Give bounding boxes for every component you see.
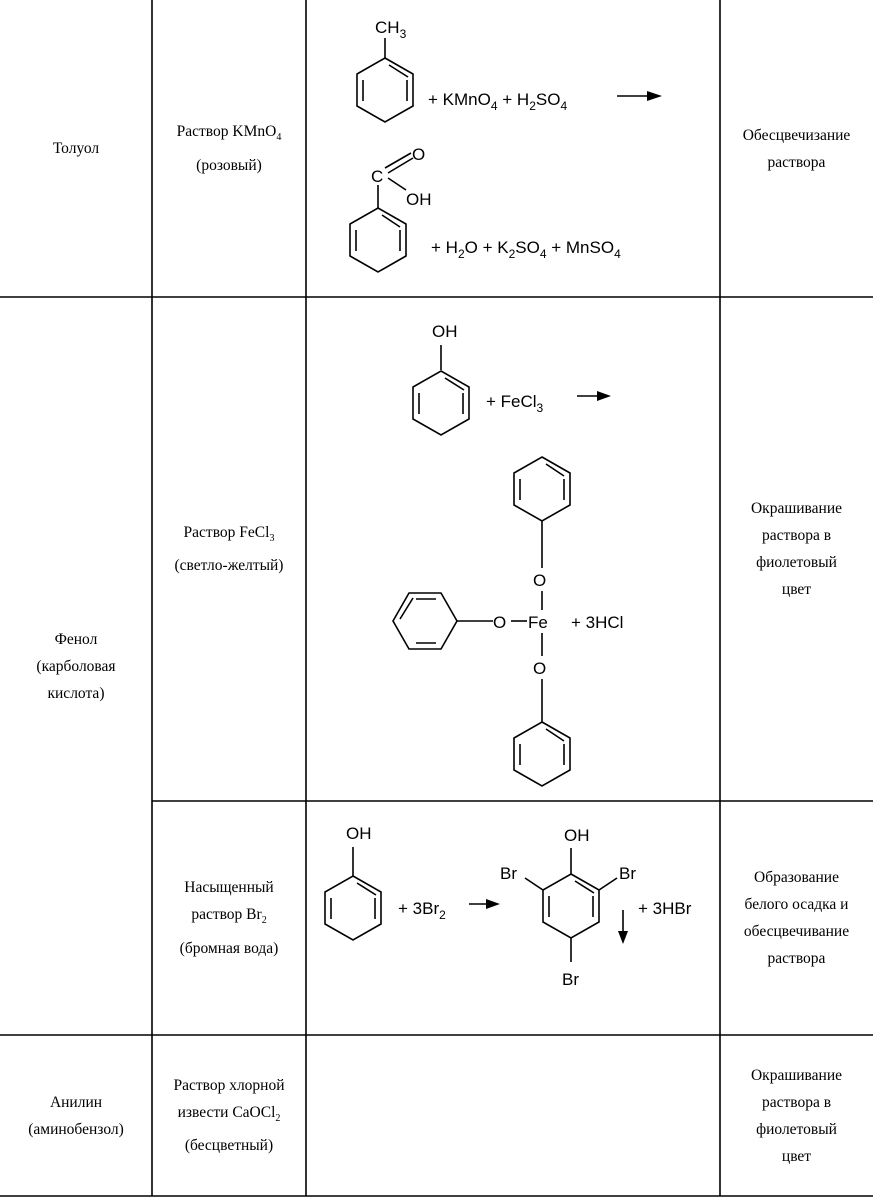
reagent-line: Раствор KMnO4 bbox=[176, 123, 282, 144]
iron-label: Fe bbox=[528, 613, 548, 632]
result-line: фиолетовый bbox=[756, 554, 837, 571]
benzene-ring bbox=[513, 721, 571, 787]
substance-name: Фенол bbox=[54, 630, 98, 648]
reagent-color: (бесцветный) bbox=[184, 1137, 274, 1155]
reagent-line: раствор Br2 bbox=[191, 906, 267, 927]
result-line: цвет bbox=[781, 1147, 812, 1165]
substance-alias: (карболовая bbox=[36, 657, 116, 675]
result-line: цвет bbox=[781, 581, 812, 598]
reagent-line: Раствор FeCl3 bbox=[183, 523, 275, 545]
oxygen-label: O bbox=[533, 659, 546, 678]
result-line: обесцвечивание bbox=[743, 923, 850, 940]
result-line: белого осадка и bbox=[744, 896, 849, 913]
result-line: Окрашивание bbox=[750, 1066, 843, 1084]
reaction-arrow bbox=[617, 91, 662, 101]
hydroxyl-label: OH bbox=[564, 826, 590, 845]
reaction-arrow bbox=[469, 899, 500, 909]
result-line: раствора в bbox=[761, 527, 832, 544]
benzene-ring bbox=[356, 57, 414, 123]
carbon-label: C bbox=[371, 167, 383, 186]
reagent-alias: (бромная вода) bbox=[179, 939, 279, 957]
products-text: + 3HBr bbox=[638, 899, 692, 918]
result-line: Окрашивание bbox=[750, 500, 843, 517]
substance-cell-phenol: Фенол (карболовая кислота) bbox=[0, 297, 152, 1035]
substance-name: Толуол bbox=[52, 140, 100, 157]
hydroxyl-label: OH bbox=[432, 322, 458, 341]
oxygen-label: O bbox=[533, 571, 546, 590]
bromine-label: Br bbox=[500, 864, 517, 883]
result-line: Образование bbox=[754, 869, 839, 886]
reagent-cell-fecl3: Раствор FeCl3 (светло-желтый) bbox=[152, 297, 306, 801]
benzene-ring bbox=[542, 873, 600, 939]
reagent-color: (светло-желтый) bbox=[174, 557, 284, 575]
hydroxyl-label: OH bbox=[346, 824, 372, 843]
substance-alias: кислота) bbox=[47, 684, 105, 702]
result-line: фиолетовый bbox=[756, 1120, 837, 1138]
benzene-ring bbox=[412, 370, 470, 436]
substance-alias: (аминобензол) bbox=[28, 1120, 124, 1138]
substance-name: Анилин bbox=[49, 1093, 103, 1111]
methyl-label: CH3 bbox=[375, 18, 407, 41]
benzene-ring bbox=[324, 875, 382, 941]
oxygen-label: O bbox=[412, 145, 425, 164]
bromine-label: Br bbox=[619, 864, 636, 883]
result-line: раствора bbox=[767, 950, 826, 967]
equation-cell-empty bbox=[306, 1035, 720, 1196]
result-cell-aniline: Окрашивание раствора в фиолетовый цвет bbox=[720, 1035, 873, 1196]
result-cell-toluene: Обесцвечизание раствора bbox=[720, 0, 873, 297]
substance-cell-toluene: Толуол bbox=[0, 0, 152, 297]
result-cell-fecl3: Окрашивание раствора в фиолетовый цвет bbox=[720, 297, 873, 801]
products-text: + 3HCl bbox=[571, 613, 623, 632]
reagent-line: извести CaOCl2 bbox=[177, 1103, 281, 1125]
result-cell-br2: Образование белого осадка и обесцвечиван… bbox=[720, 801, 873, 1035]
result-line: Обесцвечизание bbox=[742, 126, 851, 144]
reaction-arrow bbox=[577, 391, 611, 401]
reactants-text: + 3Br2 bbox=[398, 899, 446, 922]
oxygen-label: O bbox=[493, 613, 506, 632]
precipitate-arrow bbox=[618, 910, 628, 944]
reagent-cell-caocl2: Раствор хлорной извести CaOCl2 (бесцветн… bbox=[152, 1035, 306, 1196]
reagent-line: Насыщенный bbox=[184, 879, 274, 897]
reagent-cell-br2: Насыщенный раствор Br2 (бромная вода) bbox=[152, 801, 306, 1035]
result-line: раствора bbox=[767, 153, 826, 171]
reagent-cell-kmno4: Раствор KMnO4 (розовый) bbox=[152, 0, 306, 297]
benzene-ring bbox=[349, 207, 407, 273]
result-line: раствора в bbox=[761, 1093, 832, 1111]
bromine-label: Br bbox=[562, 970, 579, 989]
products-text: + H2O + K2SO4 + MnSO4 bbox=[431, 238, 621, 261]
hydroxyl-label: OH bbox=[406, 190, 432, 209]
reagent-line: Раствор хлорной bbox=[173, 1076, 285, 1094]
reagent-color: (розовый) bbox=[196, 156, 262, 174]
substance-cell-aniline: Анилин (аминобензол) bbox=[0, 1035, 152, 1196]
reactants-text: + FeCl3 bbox=[486, 392, 544, 415]
